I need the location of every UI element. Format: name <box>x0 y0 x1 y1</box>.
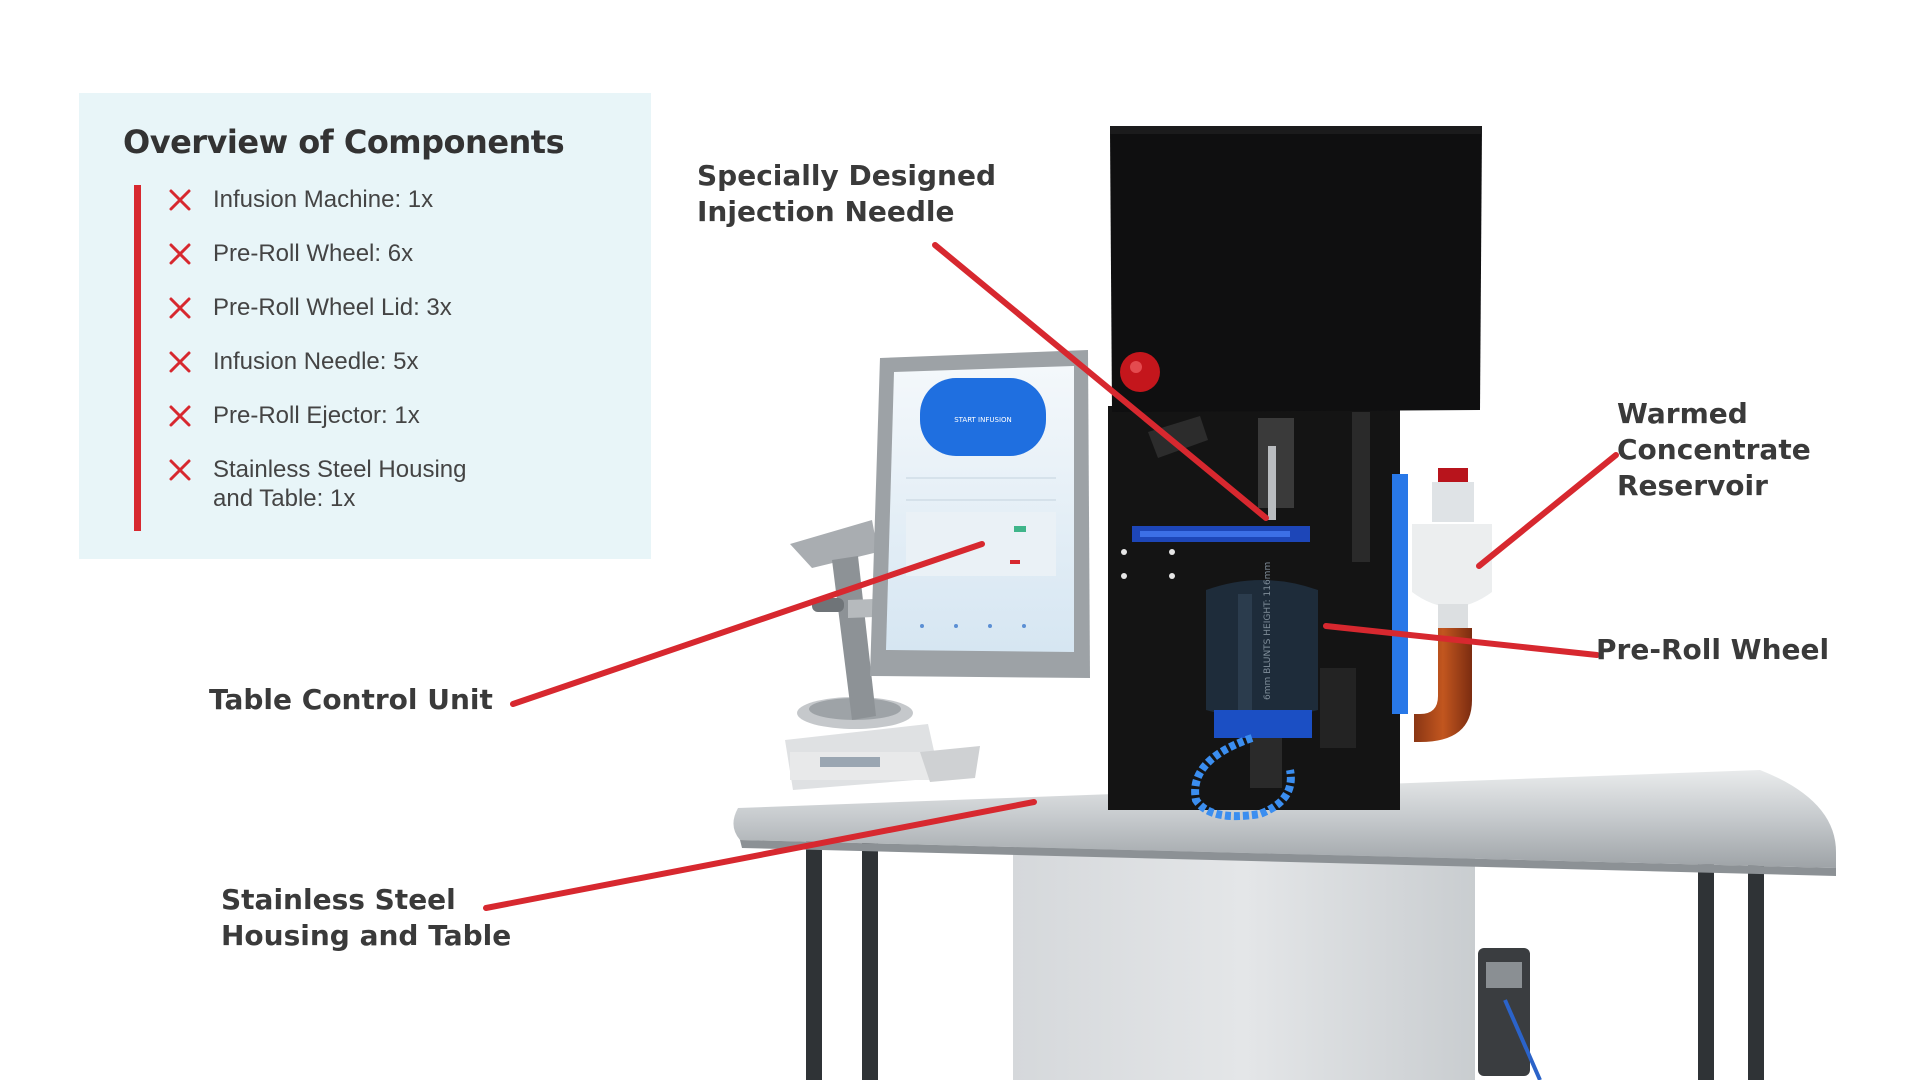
callout-reservoir-line-3: Reservoir <box>1617 469 1768 502</box>
table-control-unit: START INFUSION <box>870 350 1090 678</box>
digital-scale <box>785 697 980 790</box>
callout-reservoir-line-1: Warmed <box>1617 397 1748 430</box>
start-infusion-button <box>920 378 1046 456</box>
red-x-icon <box>169 351 191 373</box>
list-item-label: Pre-Roll Wheel: 6x <box>213 240 414 267</box>
callout-wheel-line-1: Pre-Roll Wheel <box>1596 633 1830 666</box>
pre-roll-wheel: 6mm BLUNTS HEIGHT: 116mm <box>1206 562 1356 788</box>
callout-wheel: Pre-Roll Wheel <box>1596 632 1829 668</box>
callout-control-line-1: Table Control Unit <box>209 683 493 716</box>
callout-reservoir: Warmed Concentrate Reservoir <box>1617 396 1811 504</box>
overview-accent-bar <box>134 185 141 531</box>
callout-needle-line-2: Injection Needle <box>697 195 955 228</box>
list-item-label: Infusion Needle: 5x <box>213 348 419 375</box>
list-item: Pre-Roll Ejector: 1x <box>167 401 607 430</box>
power-outlet <box>1478 948 1542 1080</box>
list-item: Pre-Roll Wheel: 6x <box>167 239 607 268</box>
callout-needle: Specially Designed Injection Needle <box>697 158 996 230</box>
list-item-label-line-1: Stainless Steel Housing <box>213 456 467 483</box>
callout-needle-line-1: Specially Designed <box>697 159 996 192</box>
component-list: Infusion Machine: 1x Pre-Roll Wheel: 6x … <box>167 185 607 513</box>
red-x-icon <box>169 459 191 481</box>
emergency-stop-button <box>1120 352 1160 392</box>
table-cabinet <box>1013 846 1475 1080</box>
start-infusion-label: START INFUSION <box>954 416 1012 424</box>
list-item-label: Pre-Roll Ejector: 1x <box>213 402 420 429</box>
list-item: Infusion Needle: 5x <box>167 347 607 376</box>
concentrate-reservoir <box>1412 468 1492 628</box>
callout-housing-line-2: Housing and Table <box>221 919 512 952</box>
red-x-icon <box>169 297 191 319</box>
needle-leader <box>932 242 1269 521</box>
callout-housing: Stainless Steel Housing and Table <box>221 882 511 954</box>
callout-control: Table Control Unit <box>209 682 493 718</box>
list-item-label: Infusion Machine: 1x <box>213 186 434 213</box>
callout-reservoir-line-2: Concentrate <box>1617 433 1811 466</box>
heated-hose <box>1414 628 1472 742</box>
control-leader <box>510 541 985 707</box>
overview-title: Overview of Components <box>123 123 565 161</box>
wheel-leader <box>1323 623 1600 658</box>
overview-panel: Overview of Components Infusion Machine:… <box>79 93 651 559</box>
table-top <box>733 770 1836 868</box>
list-item: Stainless Steel Housing and Table: 1x <box>167 455 607 513</box>
callout-leaders <box>483 242 1619 911</box>
table-legs <box>806 835 1764 1080</box>
housing-leader <box>483 799 1037 911</box>
list-item: Infusion Machine: 1x <box>167 185 607 214</box>
list-item-label: Pre-Roll Wheel Lid: 3x <box>213 294 452 321</box>
callout-housing-line-1: Stainless Steel <box>221 883 456 916</box>
reservoir-leader <box>1476 452 1619 569</box>
red-x-icon <box>169 189 191 211</box>
list-item-label-line-2: and Table: 1x <box>213 485 356 512</box>
red-x-icon <box>169 405 191 427</box>
red-x-icon <box>169 243 191 265</box>
list-item: Pre-Roll Wheel Lid: 3x <box>167 293 607 322</box>
wheel-label: 6mm BLUNTS HEIGHT: 116mm <box>1263 562 1273 700</box>
coiled-hose <box>1191 734 1295 821</box>
